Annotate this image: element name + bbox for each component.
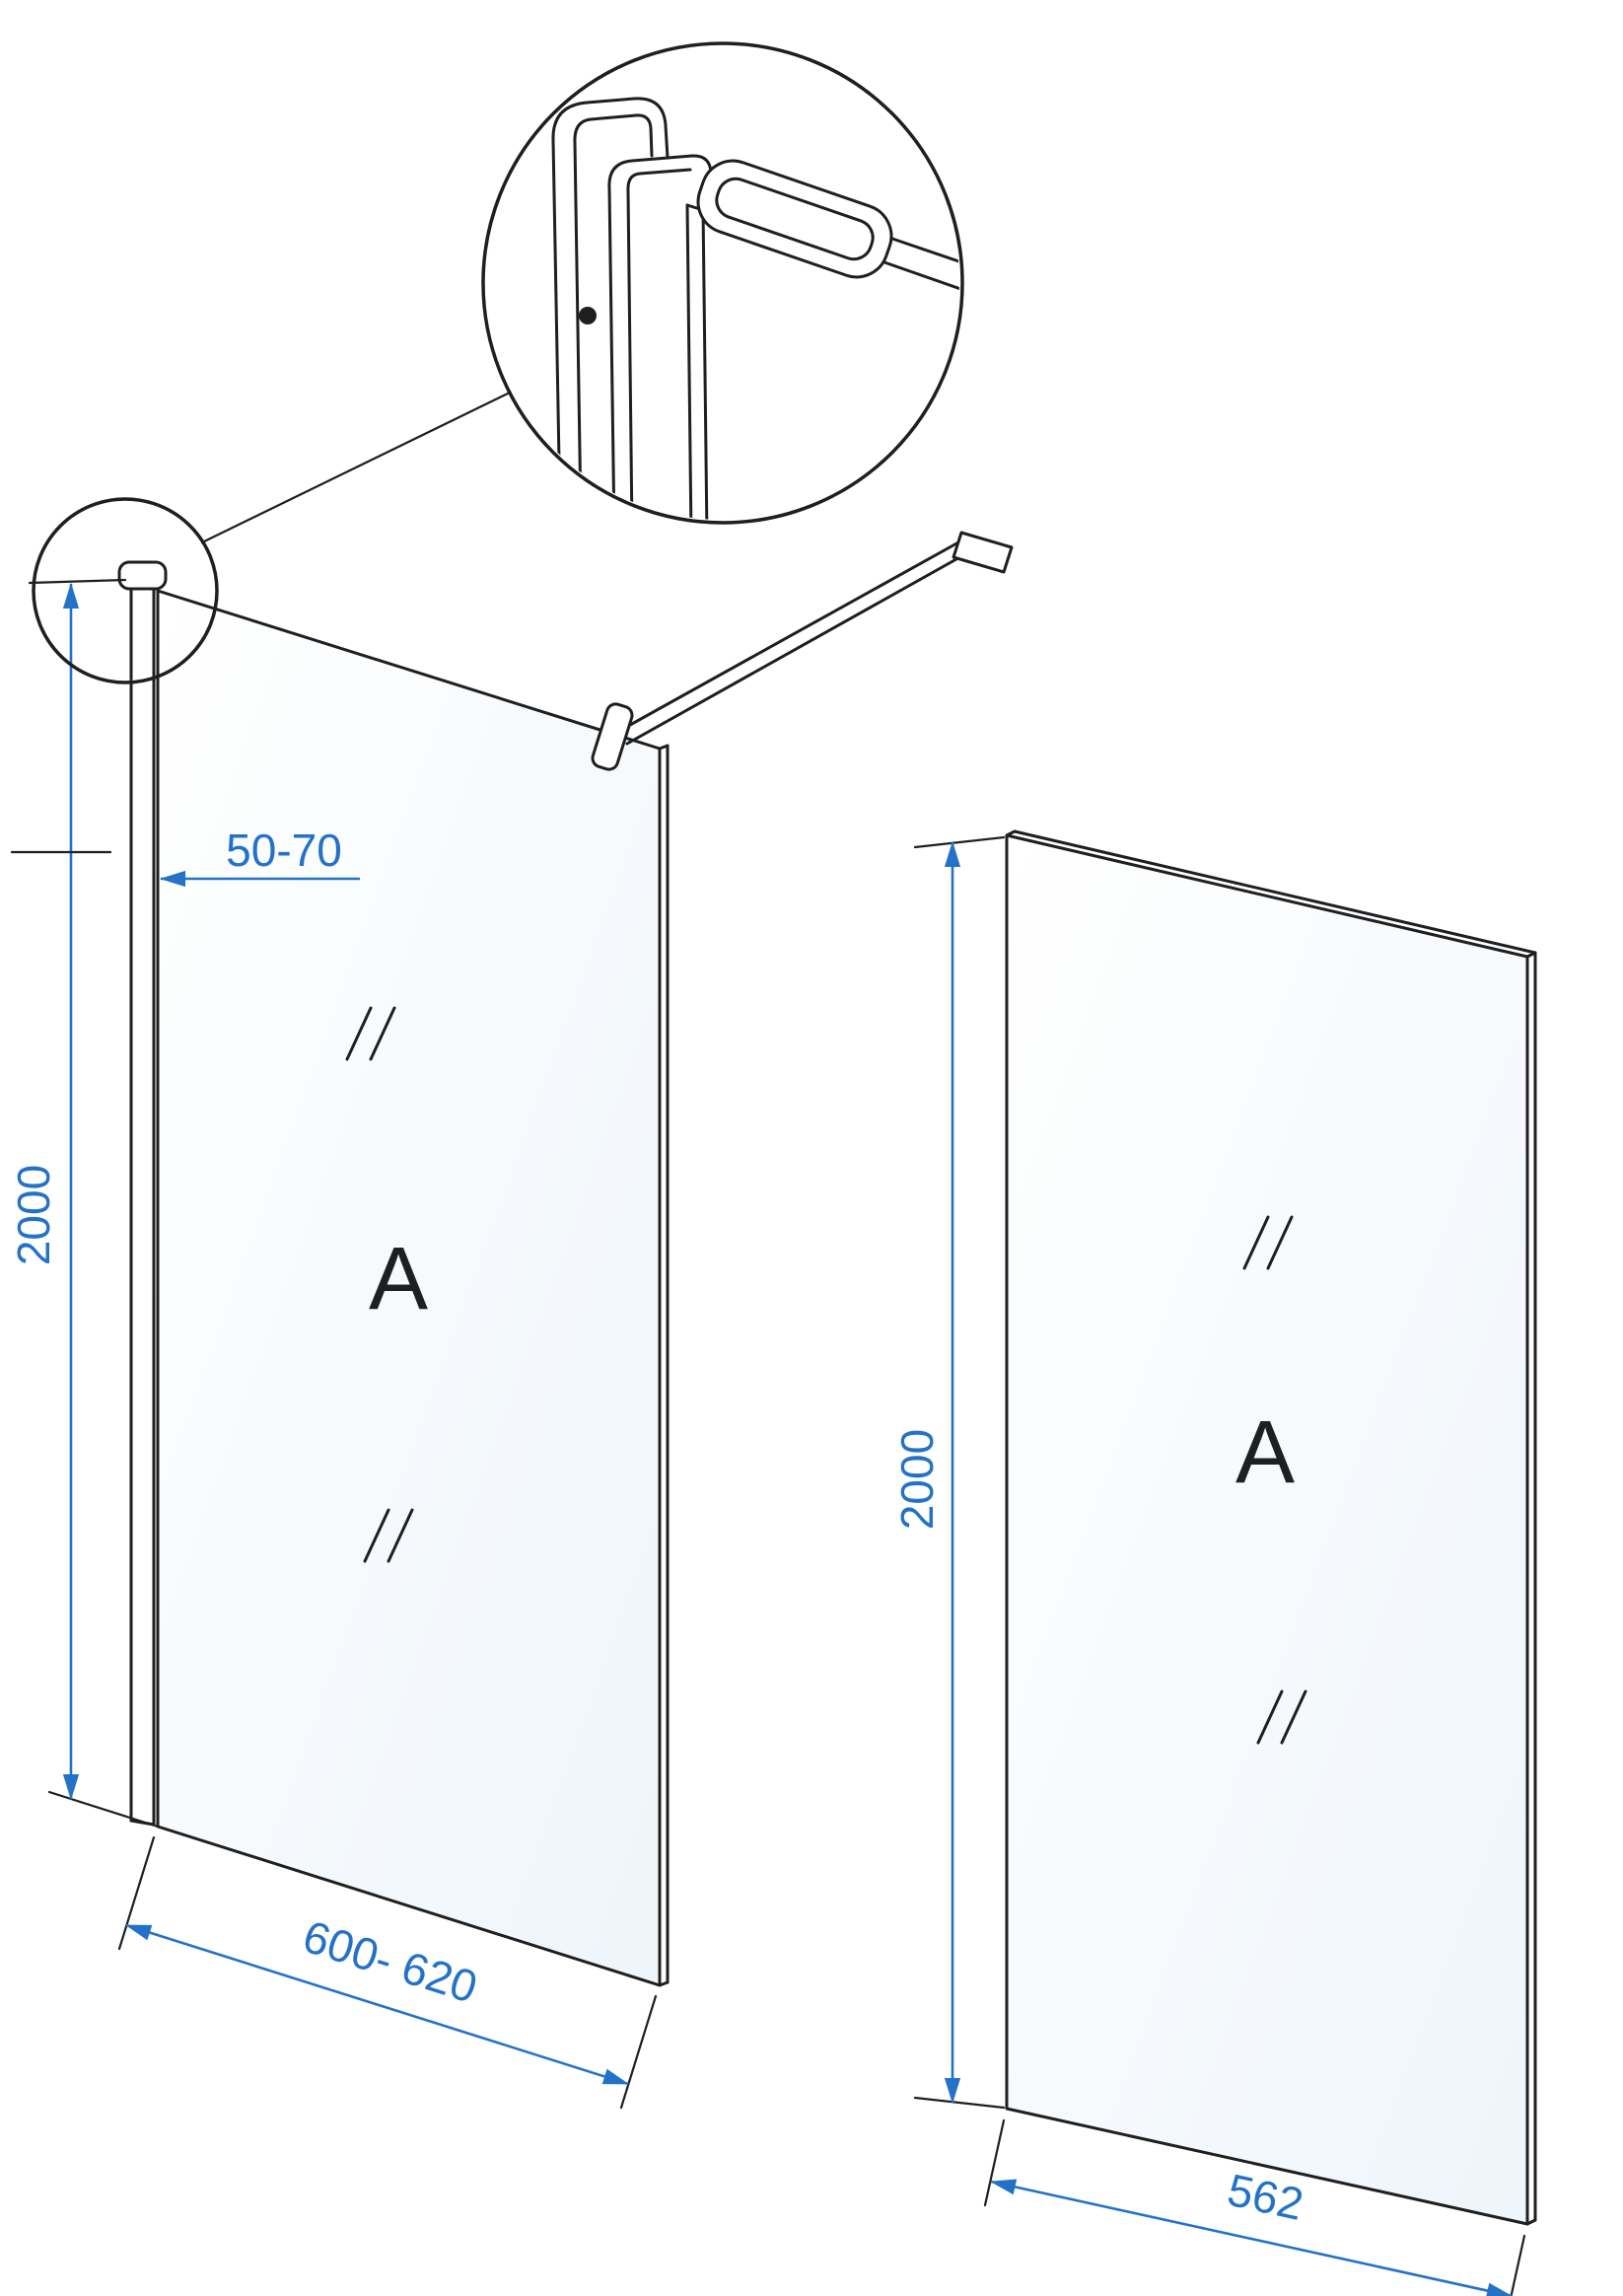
glass-thickness-left [658, 744, 670, 1987]
assembly-view: A [117, 531, 1014, 1987]
detail-wall-profile-outer [551, 97, 670, 517]
wall-profile-top-cap [117, 560, 168, 591]
glass-shine-mark [1242, 1215, 1294, 1270]
detail-view-contents [551, 97, 959, 520]
glass-shine-mark [363, 1508, 414, 1563]
extension-line [913, 835, 1006, 849]
dim-height-left: 2000 [8, 578, 160, 1829]
extension-line [913, 2096, 1006, 2110]
detail-circle [481, 41, 964, 525]
panel-label-left: A [369, 1230, 428, 1328]
dim-profile-adjustment: 50-70 [10, 825, 360, 888]
detail-support-bar [890, 237, 959, 282]
dimension-text: 50-70 [226, 825, 342, 876]
dimension-text: 2000 [891, 1429, 943, 1530]
detail-wall-profile-inner [573, 113, 654, 516]
detail-screw [579, 307, 597, 324]
leader-line [200, 391, 512, 544]
dimension-line [124, 1923, 630, 2086]
extension-line [28, 578, 127, 585]
support-bar [591, 531, 1014, 771]
glass-only-view: A [1005, 829, 1537, 2226]
wall-profile [117, 560, 168, 1827]
dimension-text: 2000 [8, 1165, 59, 1265]
detail-channel-outer [607, 154, 714, 520]
extension-line [47, 1790, 160, 1829]
detail-callout [32, 41, 964, 684]
small-callout-circle [32, 497, 219, 684]
detail-support-bar [882, 260, 959, 307]
extension-line [983, 2118, 1006, 2207]
detail-circle-fill [483, 43, 962, 523]
detail-clamp-inner [715, 177, 875, 261]
detail-clamp-outer [696, 159, 893, 279]
dim-height-right: 2000 [891, 835, 1006, 2110]
extension-line [117, 1835, 156, 1951]
panel-label-right: A [1235, 1403, 1295, 1502]
detail-channel-inner [626, 168, 692, 520]
extension-line [1510, 2234, 1526, 2296]
dimension-text: 600- 620 [297, 1910, 483, 2013]
glass-panel-right [1005, 833, 1529, 2226]
dimension-line [989, 2179, 1514, 2296]
glass-shine-mark [345, 1006, 396, 1061]
support-bar-glass-clamp [591, 702, 634, 771]
support-bar-wall-flange [952, 531, 1014, 574]
glass-shine-mark [1256, 1689, 1307, 1745]
glass-thickness-right [1005, 829, 1537, 2226]
extension-line [619, 1994, 658, 2110]
